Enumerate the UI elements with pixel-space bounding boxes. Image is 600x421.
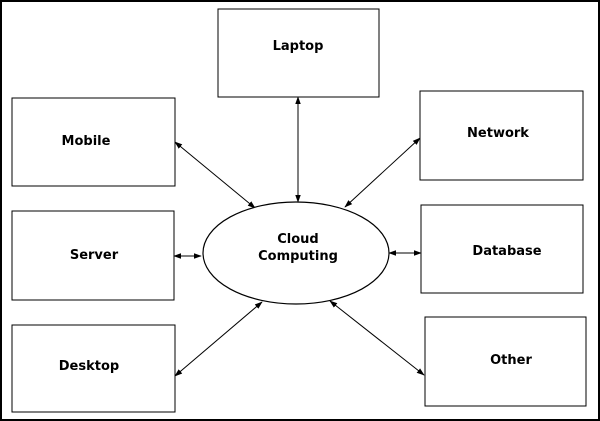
hub-label-line1: Cloud — [277, 232, 319, 247]
node-database: Database — [420, 204, 584, 294]
node-laptop-label: Laptop — [273, 39, 324, 54]
node-desktop-label: Desktop — [59, 359, 119, 374]
node-mobile-label: Mobile — [62, 134, 111, 149]
hub-cloud-computing: Cloud Computing — [202, 201, 390, 305]
node-database-box — [420, 204, 584, 294]
node-mobile: Mobile — [11, 97, 176, 187]
connector-other — [329, 300, 425, 376]
connector-network — [344, 137, 421, 208]
node-other-box — [424, 316, 587, 407]
node-server-box — [11, 210, 175, 301]
node-other: Other — [424, 316, 587, 407]
hub-ellipse — [202, 201, 390, 305]
node-database-label: Database — [472, 244, 541, 259]
node-network: Network — [419, 90, 584, 181]
connector-desktop — [174, 301, 263, 377]
connector-mobile — [174, 141, 256, 209]
node-network-label: Network — [467, 126, 529, 141]
hub-label-line2: Computing — [258, 249, 338, 264]
node-laptop: Laptop — [217, 8, 380, 98]
node-desktop-box — [11, 324, 176, 413]
node-mobile-box — [11, 97, 176, 187]
node-other-label: Other — [490, 353, 532, 368]
node-desktop: Desktop — [11, 324, 176, 413]
node-laptop-box — [217, 8, 380, 98]
node-network-box — [419, 90, 584, 181]
node-server-label: Server — [70, 248, 119, 263]
node-server: Server — [11, 210, 175, 301]
connectors — [173, 96, 425, 377]
